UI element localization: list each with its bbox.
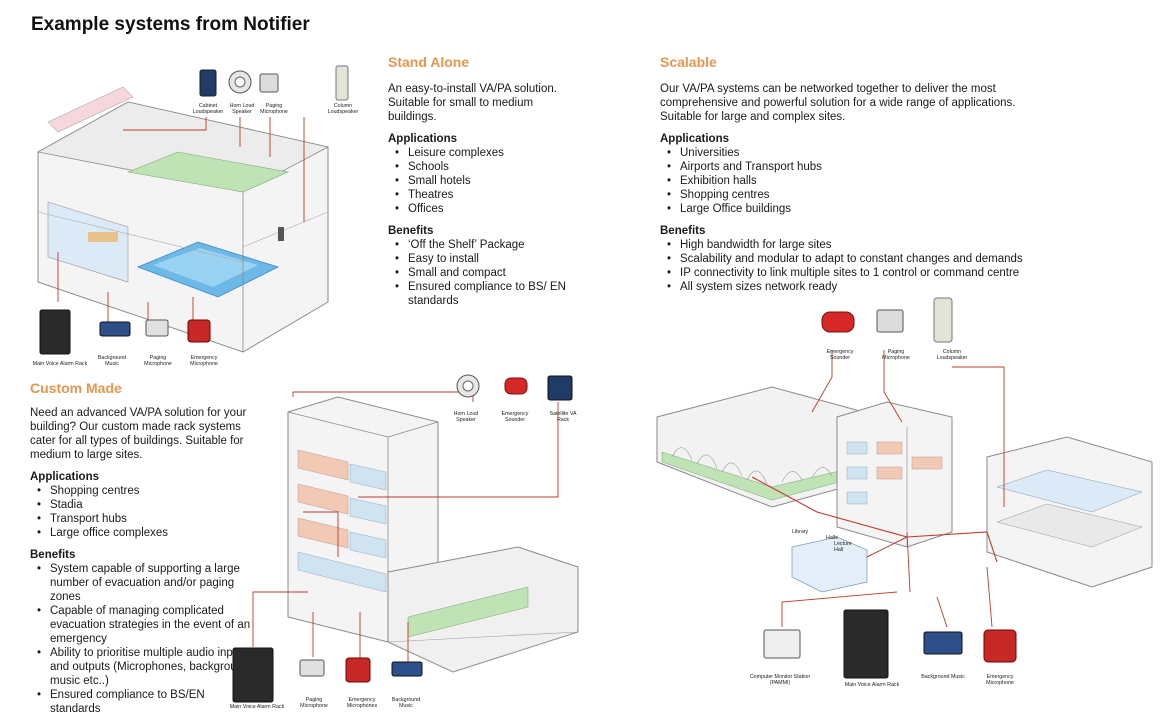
list-item: IP connectivity to link multiple sites t… <box>667 266 1040 280</box>
stand-alone-building-illustration <box>36 65 349 355</box>
custom-made-applications-list: Shopping centres Stadia Transport hubs L… <box>30 484 270 540</box>
list-item: Large Office buildings <box>667 202 1040 216</box>
device-label: Background Music <box>97 355 127 367</box>
device-label: Emergency Microphones <box>346 697 378 709</box>
device-label: Main Voice Alarm Rack <box>844 682 900 688</box>
custom-made-benefits-list: System capable of supporting a large num… <box>30 562 255 716</box>
list-item: Theatres <box>395 188 578 202</box>
scalable-benefits-heading: Benefits <box>660 225 706 237</box>
list-item: High bandwidth for large sites <box>667 238 1040 252</box>
stand-alone-applications-list: Leisure complexes Schools Small hotels T… <box>388 146 578 216</box>
building-label: Lecture Hall <box>834 541 852 553</box>
page-title: Example systems from Notifier <box>31 14 310 35</box>
list-item: Airports and Transport hubs <box>667 160 1040 174</box>
building-label: Library <box>792 529 809 535</box>
list-item: Capable of managing complicated evacuati… <box>37 604 255 646</box>
stand-alone-benefits-list: ‘Off the Shelf’ Package Easy to install … <box>388 238 568 308</box>
device-label: Horn Loud Speaker <box>453 411 479 423</box>
device-label: Cabinet Loudspeaker <box>192 103 224 115</box>
list-item: Easy to install <box>395 252 568 266</box>
device-label: Computer Monitor Station (PAMMI) <box>749 674 811 686</box>
device-label: Emergency Microphone <box>986 674 1014 686</box>
scalable-intro: Our VA/PA systems can be networked toget… <box>660 83 1016 123</box>
list-item: Scalability and modular to adapt to cons… <box>667 252 1040 266</box>
list-item: ‘Off the Shelf’ Package <box>395 238 568 252</box>
list-item: Stadia <box>37 498 270 512</box>
device-label: Paging Microphone <box>300 697 328 709</box>
list-item: Shopping centres <box>37 484 270 498</box>
stand-alone-heading: Stand Alone <box>388 54 470 70</box>
device-label: Paging Microphone <box>260 103 288 115</box>
stand-alone-applications-heading: Applications <box>388 133 458 145</box>
device-label: Emergency Sounder <box>501 411 529 423</box>
list-item: System capable of supporting a large num… <box>37 562 255 604</box>
scalable-heading: Scalable <box>660 54 717 70</box>
list-item: Transport hubs <box>37 512 270 526</box>
custom-made-intro: Need an advanced VA/PA solution for your… <box>30 407 247 461</box>
list-item: Offices <box>395 202 578 216</box>
list-item: Ensured compliance to BS/ EN standards <box>395 280 568 308</box>
list-item: Small hotels <box>395 174 578 188</box>
device-label: Background Music <box>921 674 965 680</box>
device-label: Column Loudspeaker <box>936 349 968 361</box>
building-label: Halls <box>826 535 838 541</box>
list-item: Universities <box>667 146 1040 160</box>
device-label: Paging Microphone <box>882 349 910 361</box>
device-label: Emergency Microphone <box>190 355 218 367</box>
scalable-benefits-list: High bandwidth for large sites Scalabili… <box>660 238 1040 294</box>
device-label: Column Loudspeaker <box>327 103 359 115</box>
list-item: Ensured compliance to BS/EN standards <box>37 688 255 716</box>
custom-made-benefits-heading: Benefits <box>30 549 76 561</box>
list-item: Ability to prioritise multiple audio inp… <box>37 646 255 688</box>
device-label: Emergency Sounder <box>826 349 854 361</box>
stand-alone-section: Stand Alone An easy-to-install VA/PA sol… <box>388 54 578 308</box>
list-item: All system sizes network ready <box>667 280 1040 294</box>
scalable-applications-list: Universities Airports and Transport hubs… <box>660 146 1040 216</box>
custom-made-heading: Custom Made <box>30 380 122 396</box>
device-label: Main Voice Alarm Rack <box>32 361 88 367</box>
device-label: Background Music <box>391 697 421 709</box>
scalable-section: Scalable Our VA/PA systems can be networ… <box>660 54 1040 294</box>
scalable-applications-heading: Applications <box>660 133 730 145</box>
device-label: Satellite VA Rack <box>549 411 577 423</box>
stand-alone-intro: An easy-to-install VA/PA solution. Suita… <box>388 83 557 123</box>
list-item: Schools <box>395 160 578 174</box>
custom-made-applications-heading: Applications <box>30 471 100 483</box>
device-label: Main Voice Alarm Rack <box>229 704 285 710</box>
custom-made-section: Custom Made Need an advanced VA/PA solut… <box>30 380 270 716</box>
list-item: Small and compact <box>395 266 568 280</box>
list-item: Exhibition halls <box>667 174 1040 188</box>
stand-alone-benefits-heading: Benefits <box>388 225 434 237</box>
device-label: Horn Loud Speaker <box>229 103 255 115</box>
device-label: Paging Microphone <box>144 355 172 367</box>
list-item: Shopping centres <box>667 188 1040 202</box>
custom-made-building-illustration <box>232 374 579 703</box>
scalable-campus-illustration <box>656 297 1153 679</box>
list-item: Leisure complexes <box>395 146 578 160</box>
list-item: Large office complexes <box>37 526 270 540</box>
